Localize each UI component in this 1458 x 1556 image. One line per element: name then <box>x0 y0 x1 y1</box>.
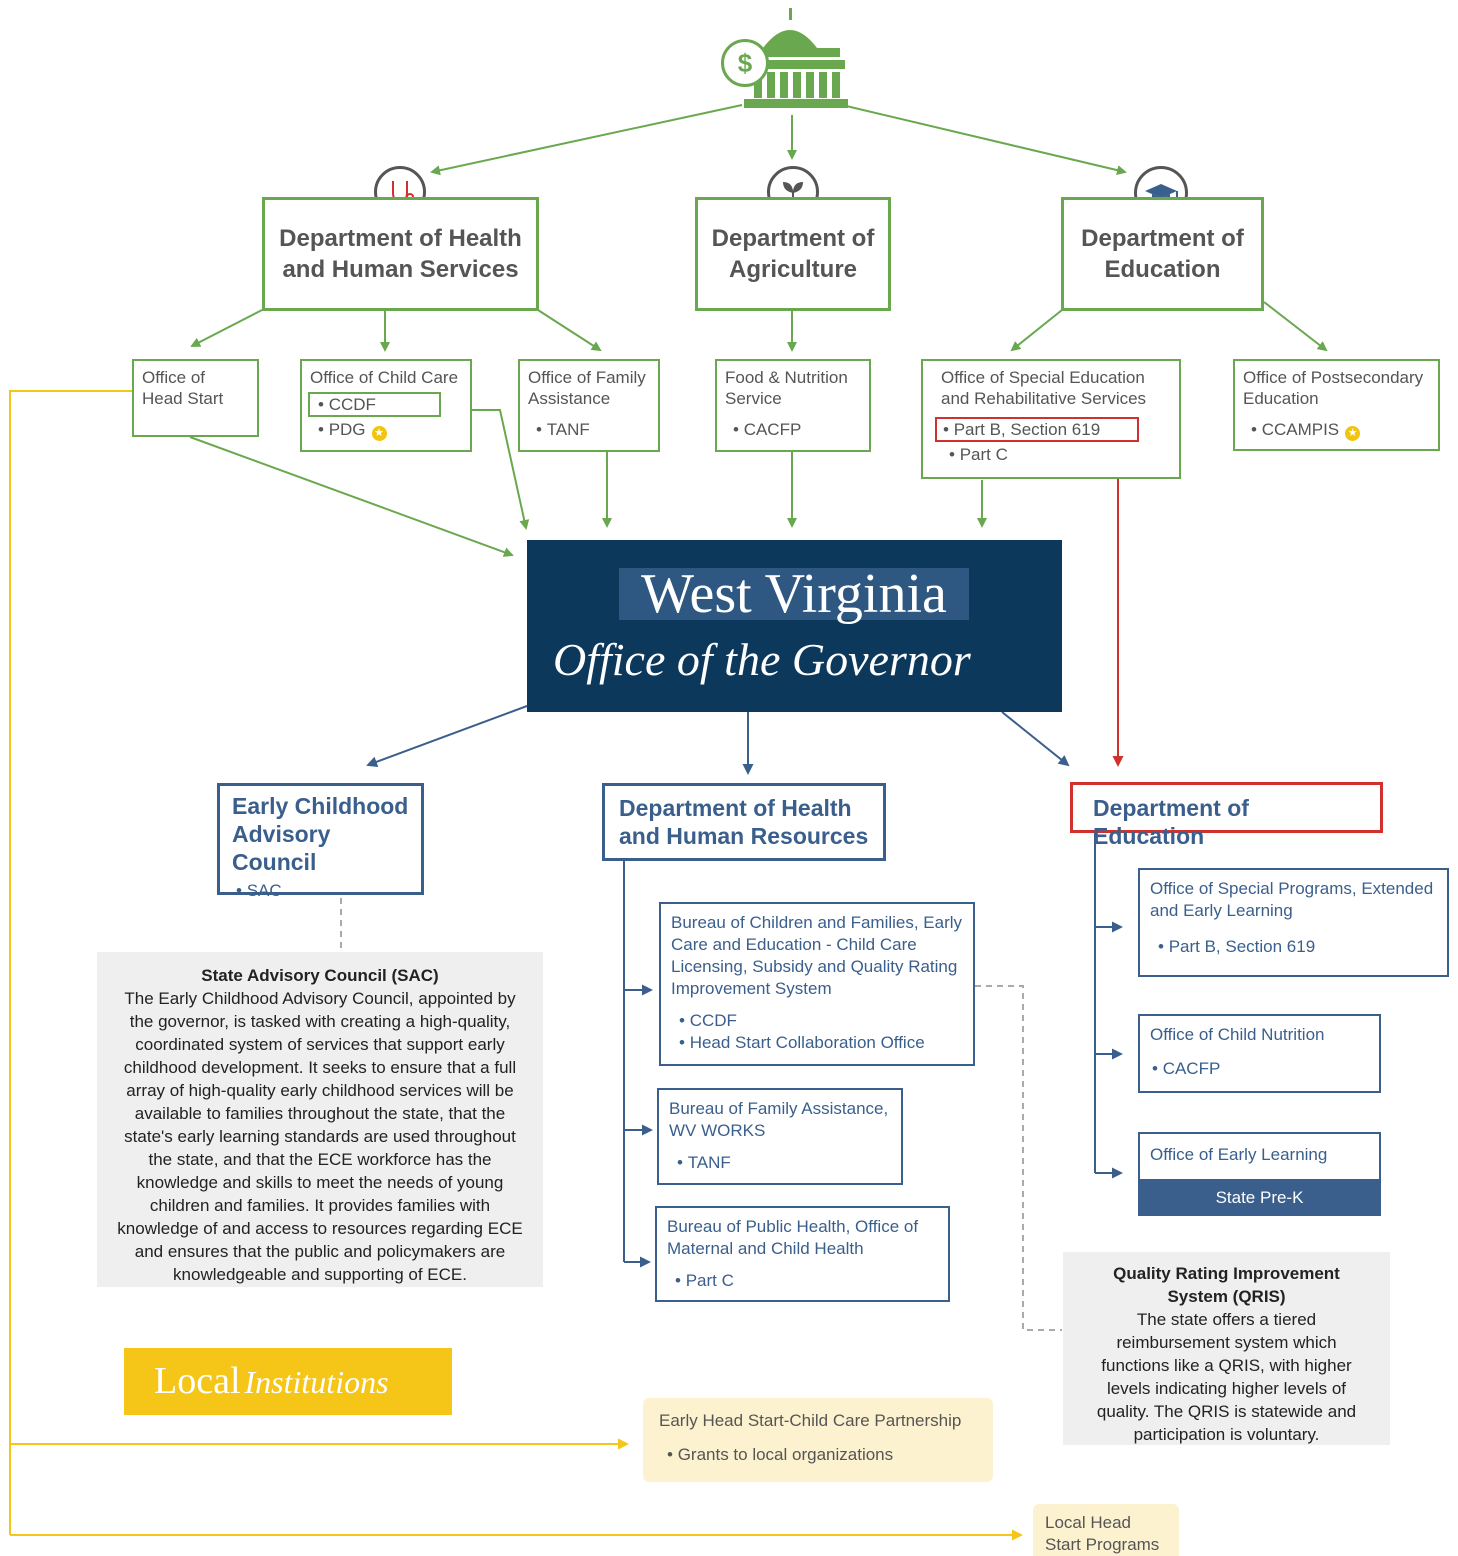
program-grants[interactable]: Grants to local organizations <box>659 1444 977 1466</box>
program-tanf[interactable]: TANF <box>669 1152 891 1174</box>
dept-name: Department of Education <box>1081 225 1244 283</box>
local-head-start-programs[interactable]: Local Head Start Programs <box>1033 1504 1179 1556</box>
note-title: Quality Rating Improvement System (QRIS) <box>1113 1264 1340 1306</box>
office-head-start[interactable]: Office of Head Start <box>132 359 259 437</box>
office-special-programs[interactable]: Office of Special Programs, Extended and… <box>1138 868 1449 977</box>
program-pdg[interactable]: PDG★ <box>310 419 462 441</box>
bureau-title: Bureau of Family Assistance, WV WORKS <box>669 1099 889 1140</box>
program-part-b-619[interactable]: Part B, Section 619 <box>935 417 1139 442</box>
office-special-education[interactable]: Office of Special Education and Rehabili… <box>921 359 1181 479</box>
qris-note: Quality Rating Improvement System (QRIS)… <box>1063 1252 1390 1445</box>
program-state-prek[interactable]: State Pre-K <box>1140 1179 1379 1216</box>
office-title: Office of Head Start <box>142 368 224 408</box>
council-title: Early Childhood Advisory Council <box>232 793 409 875</box>
bureau-title: Bureau of Children and Families, Early C… <box>671 913 963 998</box>
office-child-care[interactable]: Office of Child Care CCDF PDG★ <box>300 359 472 452</box>
dept-education-state[interactable]: Department of Education <box>1070 782 1383 849</box>
program-cacfp[interactable]: CACFP <box>725 419 861 440</box>
office-child-nutrition[interactable]: Office of Child Nutrition CACFP <box>1138 1014 1381 1093</box>
bureau-title: Bureau of Public Health, Office of Mater… <box>667 1217 919 1258</box>
program-part-b-619[interactable]: Part B, Section 619 <box>1150 936 1437 958</box>
star-icon: ★ <box>371 426 387 441</box>
office-title: Office of Child Care <box>310 368 459 387</box>
star-icon: ★ <box>1345 426 1361 441</box>
banner-main: Local <box>154 1360 241 1402</box>
capitol-icon <box>718 4 850 110</box>
office-postsecondary[interactable]: Office of Postsecondary Education CCAMPI… <box>1233 359 1440 451</box>
office-title: Office of Family Assistance <box>528 368 646 408</box>
dept-title: Department of Education <box>1093 795 1249 849</box>
dept-education-federal[interactable]: Department of Education <box>1061 197 1264 311</box>
office-title: Office of Child Nutrition <box>1150 1025 1325 1044</box>
office-title: Food & Nutrition Service <box>725 368 848 408</box>
early-childhood-advisory-council[interactable]: Early Childhood Advisory Council SAC <box>217 783 424 900</box>
program-ccampis[interactable]: CCAMPIS★ <box>1243 419 1430 441</box>
note-title: State Advisory Council (SAC) <box>201 966 439 985</box>
note-body: The Early Childhood Advisory Council, ap… <box>117 989 523 1284</box>
program-cacfp[interactable]: CACFP <box>1150 1058 1369 1080</box>
office-title: Office of Postsecondary Education <box>1243 368 1424 408</box>
local-title: Local Head Start Programs <box>1045 1513 1160 1554</box>
program-tanf[interactable]: TANF <box>528 419 650 440</box>
bureau-children-families[interactable]: Bureau of Children and Families, Early C… <box>659 902 975 1066</box>
dollar-icon: $ <box>721 39 769 87</box>
program-part-c[interactable]: Part C <box>941 444 1171 465</box>
program-sac[interactable]: SAC <box>232 880 409 902</box>
dept-name: Department of Agriculture <box>711 225 875 283</box>
office-title: Office of Special Programs, Extended and… <box>1150 879 1434 920</box>
governor-office[interactable]: West Virginia Office of the Governor <box>527 540 1062 712</box>
bureau-family-assistance[interactable]: Bureau of Family Assistance, WV WORKS TA… <box>657 1088 903 1185</box>
program-ccdf[interactable]: CCDF <box>671 1010 963 1032</box>
state-name: West Virginia <box>619 566 969 622</box>
office-early-learning[interactable]: Office of Early Learning State Pre-K <box>1138 1132 1381 1216</box>
dept-health-human-services[interactable]: Department of Health and Human Services <box>262 197 539 311</box>
program-part-c[interactable]: Part C <box>667 1270 938 1292</box>
dept-title: Department of Health and Human Resources <box>619 795 869 849</box>
office-title: Office of Special Education and Rehabili… <box>941 368 1147 408</box>
dept-health-human-resources[interactable]: Department of Health and Human Resources <box>602 783 886 861</box>
bureau-public-health[interactable]: Bureau of Public Health, Office of Mater… <box>655 1206 950 1302</box>
local-ehs-partnership[interactable]: Early Head Start-Child Care Partnership … <box>643 1398 993 1482</box>
sac-note: State Advisory Council (SAC) The Early C… <box>97 952 543 1287</box>
office-food-nutrition[interactable]: Food & Nutrition Service CACFP <box>715 359 871 452</box>
dept-name: Department of Health and Human Services <box>279 225 522 283</box>
banner-italic: Institutions <box>244 1364 389 1400</box>
local-title: Early Head Start-Child Care Partnership <box>659 1411 962 1430</box>
local-institutions-banner: Local Institutions <box>124 1348 452 1415</box>
note-body: The state offers a tiered reimbursement … <box>1096 1310 1357 1444</box>
dept-agriculture[interactable]: Department of Agriculture <box>695 197 891 311</box>
program-head-start-collaboration[interactable]: Head Start Collaboration Office <box>671 1032 963 1054</box>
governor-office-title: Office of the Governor <box>553 634 971 685</box>
program-ccdf[interactable]: CCDF <box>308 392 441 417</box>
office-family-assistance[interactable]: Office of Family Assistance TANF <box>518 359 660 452</box>
office-title: Office of Early Learning <box>1150 1145 1328 1164</box>
